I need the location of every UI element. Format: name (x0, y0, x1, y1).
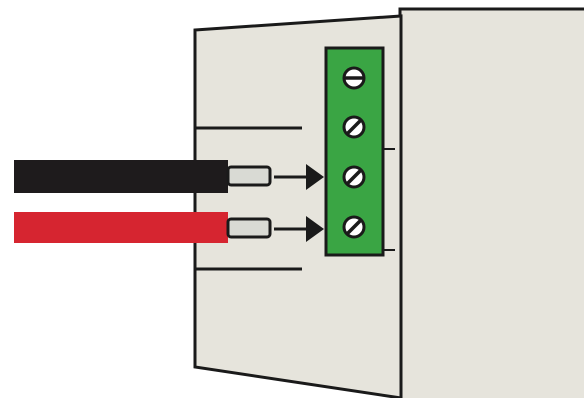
red-wire-pin (226, 217, 272, 239)
screw-icon (342, 215, 366, 239)
black-wire-insulation (14, 160, 228, 193)
arrow-right-icon (306, 216, 324, 242)
main-housing-body (398, 7, 584, 398)
screw-icon (342, 115, 366, 139)
black-wire-pin (226, 165, 272, 187)
screw-icon (342, 66, 366, 90)
arrow-right-icon (306, 164, 324, 190)
screw-icon (342, 165, 366, 189)
red-wire-insulation (14, 212, 228, 243)
